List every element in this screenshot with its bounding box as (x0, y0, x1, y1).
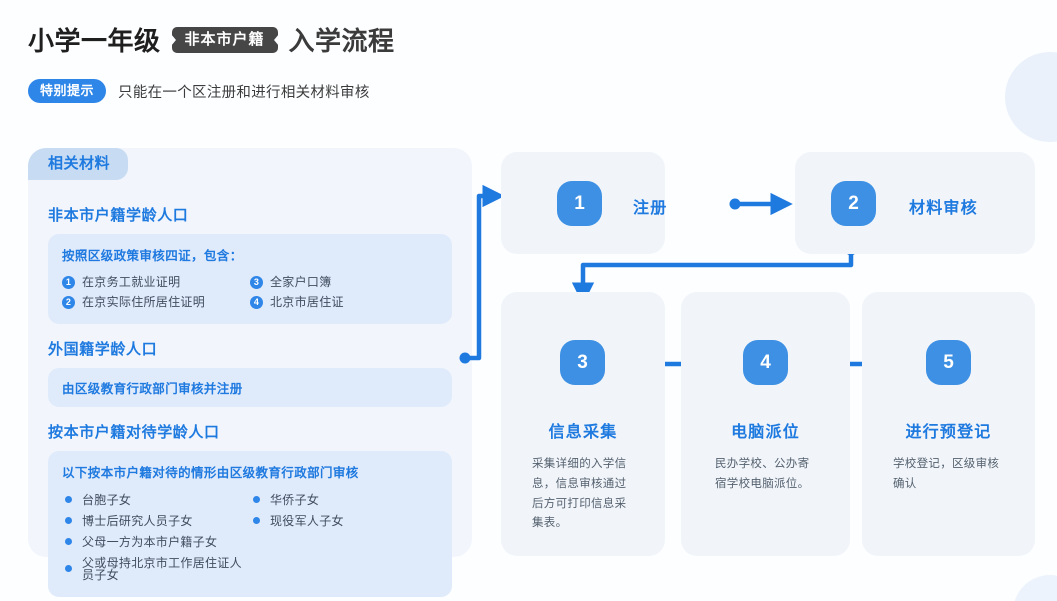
step-number-badge-5: 5 (926, 340, 971, 385)
step-card-3[interactable]: 3 信息采集 采集详细的入学信息，信息审核通过后方可打印信息采集表。 (501, 292, 665, 556)
decorative-circle-bottom-right (1013, 575, 1057, 601)
bullet-icon (65, 538, 72, 545)
step-number-badge-2: 2 (831, 181, 876, 226)
section-box-foreign: 由区级教育行政部门审核并注册 (48, 368, 452, 407)
step-desc-5: 学校登记，区级审核确认 (893, 458, 1000, 490)
step-number-badge-4: 4 (743, 340, 788, 385)
list-item: 4 北京市居住证 (250, 292, 438, 312)
bullet-icon (65, 517, 72, 524)
treated-as-local-columns: 台胞子女 博士后研究人员子女 父母一方为本市户籍子女 父或母持北京市工 (62, 489, 438, 585)
number-marker-4: 4 (250, 295, 263, 309)
four-certs-columns: 1 在京务工就业证明 2 在京实际住所居住证明 3 全家户口簿 (62, 272, 438, 312)
list-item: 父母一方为本市户籍子女 (62, 531, 250, 552)
section-heading-treated-as-local: 按本市户籍对待学龄人口 (48, 424, 220, 441)
list-item: 1 在京务工就业证明 (62, 272, 250, 292)
materials-panel: 相关材料 非本市户籍学龄人口 按照区级政策审核四证，包含： 1 在京务工就业证明… (28, 148, 472, 597)
list-item: 台胞子女 (62, 489, 250, 510)
bullet-icon (253, 517, 260, 524)
list-item-label: 父或母持北京市工作居住证人员子女 (82, 555, 242, 582)
four-certs-col-left: 1 在京务工就业证明 2 在京实际住所居住证明 (62, 272, 250, 312)
page-title-prefix: 小学一年级 (28, 26, 161, 56)
step-card-2[interactable]: 2 (795, 152, 1035, 254)
step-label-2: 材料审核 (909, 200, 978, 217)
list-item-label: 北京市居住证 (270, 295, 344, 309)
list-item-label: 父母一方为本市户籍子女 (82, 534, 218, 549)
list-item-label: 现役军人子女 (270, 513, 344, 528)
four-certs-col-right: 3 全家户口簿 4 北京市居住证 (250, 272, 438, 312)
materials-panel-body: 非本市户籍学龄人口 按照区级政策审核四证，包含： 1 在京务工就业证明 2 在京… (28, 190, 472, 597)
page-title-suffix: 入学流程 (288, 26, 395, 56)
step-desc-3: 采集详细的入学信息，信息审核通过后方可打印信息采集表。 (532, 458, 627, 530)
step-card-5[interactable]: 5 进行预登记 学校登记，区级审核确认 (862, 292, 1035, 556)
section-heading-foreign: 外国籍学龄人口 (48, 341, 158, 358)
list-item-label: 在京务工就业证明 (82, 275, 181, 289)
step-card-1[interactable]: 1 (501, 152, 665, 254)
step-desc-4: 民办学校、公办寄宿学校电脑派位。 (715, 458, 810, 490)
list-item-label: 全家户口簿 (270, 275, 332, 289)
list-item-label: 博士后研究人员子女 (82, 513, 193, 528)
section-heading-non-local: 非本市户籍学龄人口 (48, 207, 189, 224)
step-label-1: 注册 (633, 200, 668, 217)
list-item-label: 华侨子女 (270, 492, 320, 507)
list-item-label: 台胞子女 (82, 492, 132, 507)
step-label-3: 信息采集 (548, 424, 618, 441)
list-item: 博士后研究人员子女 (62, 510, 250, 531)
list-item: 2 在京实际住所居住证明 (62, 292, 250, 312)
section-box-non-local: 按照区级政策审核四证，包含： 1 在京务工就业证明 2 在京实际住所居住证明 (48, 234, 452, 324)
step-card-4[interactable]: 4 电脑派位 民办学校、公办寄宿学校电脑派位。 (681, 292, 850, 556)
number-marker-2: 2 (62, 295, 75, 309)
step-label-5: 进行预登记 (905, 424, 992, 441)
list-item: 3 全家户口簿 (250, 272, 438, 292)
list-item: 华侨子女 (250, 489, 438, 510)
bullet-icon (65, 496, 72, 503)
tip-row: 特别提示 只能在一个区注册和进行相关材料审核 (28, 79, 370, 103)
number-marker-1: 1 (62, 275, 75, 289)
box-title-four-certs: 按照区级政策审核四证，包含： (62, 249, 243, 263)
tip-text: 只能在一个区注册和进行相关材料审核 (118, 84, 370, 101)
box-title-foreign-review: 由区级教育行政部门审核并注册 (62, 382, 243, 396)
page-title: 小学一年级 非本市户籍 入学流程 (28, 21, 395, 58)
box-title-treated-as-local: 以下按本市户籍对待的情形由区级教育行政部门审核 (62, 466, 359, 480)
treated-col-left: 台胞子女 博士后研究人员子女 父母一方为本市户籍子女 父或母持北京市工 (62, 489, 250, 585)
step-label-4: 电脑派位 (731, 424, 800, 441)
list-item: 现役军人子女 (250, 510, 438, 531)
residency-ribbon-badge: 非本市户籍 (171, 26, 278, 53)
treated-col-right: 华侨子女 现役军人子女 (250, 489, 438, 585)
list-item: 父或母持北京市工作居住证人员子女 (62, 552, 250, 585)
bullet-icon (65, 565, 72, 572)
list-item-label: 在京实际住所居住证明 (82, 295, 206, 309)
section-box-treated-as-local: 以下按本市户籍对待的情形由区级教育行政部门审核 台胞子女 博士后研究人员子女 (48, 451, 452, 597)
bullet-icon (253, 496, 260, 503)
step-number-badge-1: 1 (557, 181, 602, 226)
materials-tab-label: 相关材料 (28, 148, 129, 180)
number-marker-3: 3 (250, 275, 263, 289)
decorative-circle-top-right (1005, 52, 1057, 142)
tip-badge: 特别提示 (28, 79, 107, 103)
step-number-badge-3: 3 (560, 340, 605, 385)
